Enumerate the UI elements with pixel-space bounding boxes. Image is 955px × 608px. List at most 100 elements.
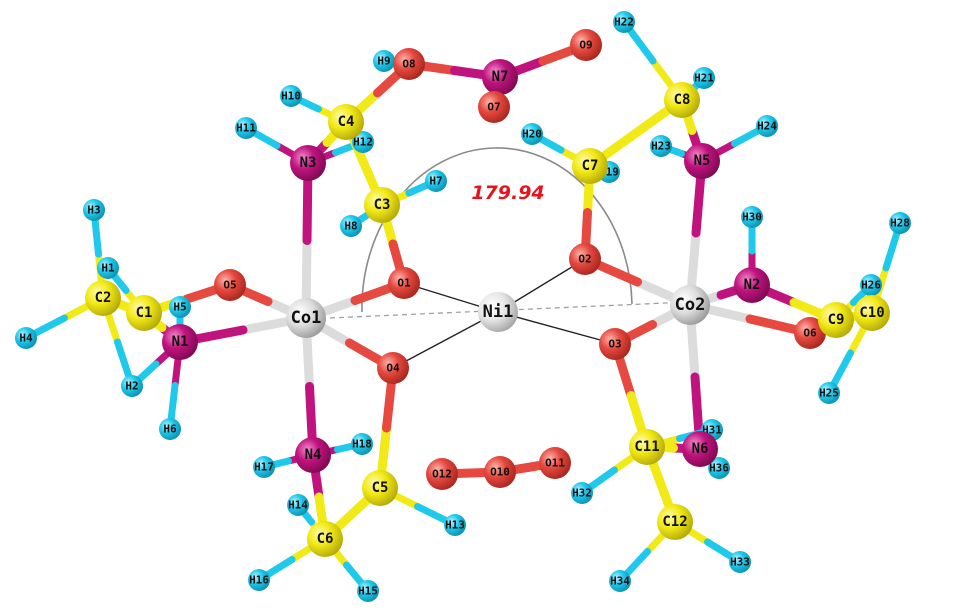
atom-sphere-h34 — [609, 570, 631, 592]
atom-h16: H16 — [248, 569, 270, 591]
atom-h4: H4 — [15, 327, 37, 349]
atom-sphere-h4 — [15, 327, 37, 349]
atom-c2: C2 — [85, 280, 121, 316]
atom-label-c6: C6 — [317, 531, 334, 547]
atom-sphere-h30 — [741, 206, 763, 228]
atom-o2: O2 — [569, 243, 601, 275]
atom-sphere-c3 — [364, 187, 400, 223]
atom-h33: H33 — [729, 551, 751, 573]
atom-label-o8: O8 — [402, 58, 415, 71]
atom-h18: H18 — [351, 433, 373, 455]
atom-label-h11: H11 — [236, 122, 256, 135]
atom-c7: C7 — [572, 148, 608, 184]
atom-label-h22: H22 — [614, 16, 634, 29]
atom-sphere-c5 — [362, 470, 398, 506]
atom-sphere-n4 — [295, 437, 331, 473]
atom-sphere-h36 — [708, 457, 730, 479]
atom-o6: O6 — [794, 317, 826, 349]
atom-sphere-ni1 — [478, 292, 518, 332]
atom-h17: H17 — [253, 456, 275, 478]
atom-sphere-o4 — [377, 352, 409, 384]
atom-label-h2: H2 — [125, 380, 138, 393]
atom-h9: H9 — [373, 50, 395, 72]
atom-h34: H34 — [609, 570, 631, 592]
bond-C5-O4 — [375, 363, 398, 493]
atom-h6: H6 — [159, 418, 181, 440]
atom-sphere-o7 — [478, 91, 510, 123]
atom-label-c4: C4 — [338, 114, 355, 130]
atom-o4: O4 — [377, 352, 409, 384]
atom-c9: C9 — [818, 302, 854, 338]
atom-c10: C10 — [854, 295, 890, 331]
atom-n7: N7 — [482, 59, 518, 95]
atom-sphere-n6 — [682, 431, 718, 467]
atom-label-o3: O3 — [608, 338, 621, 351]
atom-h8: H8 — [340, 215, 362, 237]
atom-label-h4: H4 — [19, 332, 33, 345]
atom-o1: O1 — [388, 267, 420, 299]
atom-sphere-h5 — [169, 296, 191, 318]
atom-label-h17: H17 — [254, 461, 274, 474]
atom-ni1: Ni1 — [478, 292, 518, 332]
atom-label-co1: Co1 — [291, 308, 322, 328]
atom-c8: C8 — [664, 82, 700, 118]
atom-label-o9: O9 — [579, 39, 592, 52]
atom-sphere-n3 — [290, 145, 326, 181]
atom-c11: C11 — [629, 429, 665, 465]
atom-label-c9: C9 — [828, 312, 845, 328]
atom-sphere-h10 — [280, 85, 302, 107]
atom-sphere-h6 — [159, 418, 181, 440]
atom-sphere-n2 — [734, 267, 770, 303]
atom-label-n5: N5 — [694, 153, 711, 169]
atom-sphere-o9 — [570, 29, 602, 61]
atom-label-co2: Co2 — [675, 295, 706, 315]
atom-n4: N4 — [295, 437, 331, 473]
atom-label-o10: O10 — [490, 466, 510, 479]
atom-sphere-o2 — [569, 243, 601, 275]
atom-label-h13: H13 — [445, 519, 465, 532]
atom-n2: N2 — [734, 267, 770, 303]
atom-h14: H14 — [287, 494, 309, 516]
atom-sphere-h28 — [889, 212, 911, 234]
atom-h7: H7 — [425, 170, 447, 192]
atom-label-h36: H36 — [709, 462, 729, 475]
atom-sphere-h16 — [248, 569, 270, 591]
atom-sphere-h8 — [340, 215, 362, 237]
atom-label-h34: H34 — [610, 575, 630, 588]
atom-n5: N5 — [684, 143, 720, 179]
atom-sphere-c10 — [854, 295, 890, 331]
atom-n1: N1 — [162, 324, 198, 360]
atom-sphere-h24 — [756, 115, 778, 137]
atom-sphere-o11 — [539, 447, 571, 479]
atom-c4: C4 — [328, 104, 364, 140]
atom-h10: H10 — [280, 85, 302, 107]
atom-sphere-c6 — [307, 521, 343, 557]
atom-label-o4: O4 — [386, 362, 400, 375]
atom-sphere-o3 — [599, 328, 631, 360]
atom-sphere-h25 — [818, 382, 840, 404]
atom-sphere-o6 — [794, 317, 826, 349]
atom-label-o11: O11 — [545, 457, 565, 470]
atom-h15: H15 — [357, 580, 379, 602]
atom-sphere-h9 — [373, 50, 395, 72]
atom-sphere-h14 — [287, 494, 309, 516]
atom-sphere-c9 — [818, 302, 854, 338]
atom-sphere-n7 — [482, 59, 518, 95]
atom-label-o7: O7 — [487, 101, 500, 114]
atom-label-h3: H3 — [87, 204, 100, 217]
atom-label-h30: H30 — [742, 211, 762, 224]
atom-label-n6: N6 — [692, 441, 709, 457]
atom-sphere-h22 — [613, 11, 635, 33]
atom-label-h28: H28 — [890, 217, 910, 230]
atom-o5: O5 — [214, 269, 246, 301]
atom-label-c1: C1 — [136, 305, 153, 321]
atom-sphere-h15 — [357, 580, 379, 602]
atom-sphere-h1 — [97, 257, 119, 279]
atom-label-c10: C10 — [859, 305, 884, 321]
atom-label-h8: H8 — [344, 220, 357, 233]
atom-label-h16: H16 — [249, 574, 269, 587]
atom-label-c7: C7 — [582, 158, 599, 174]
atom-sphere-c8 — [664, 82, 700, 118]
atom-o12: O12 — [426, 458, 458, 490]
